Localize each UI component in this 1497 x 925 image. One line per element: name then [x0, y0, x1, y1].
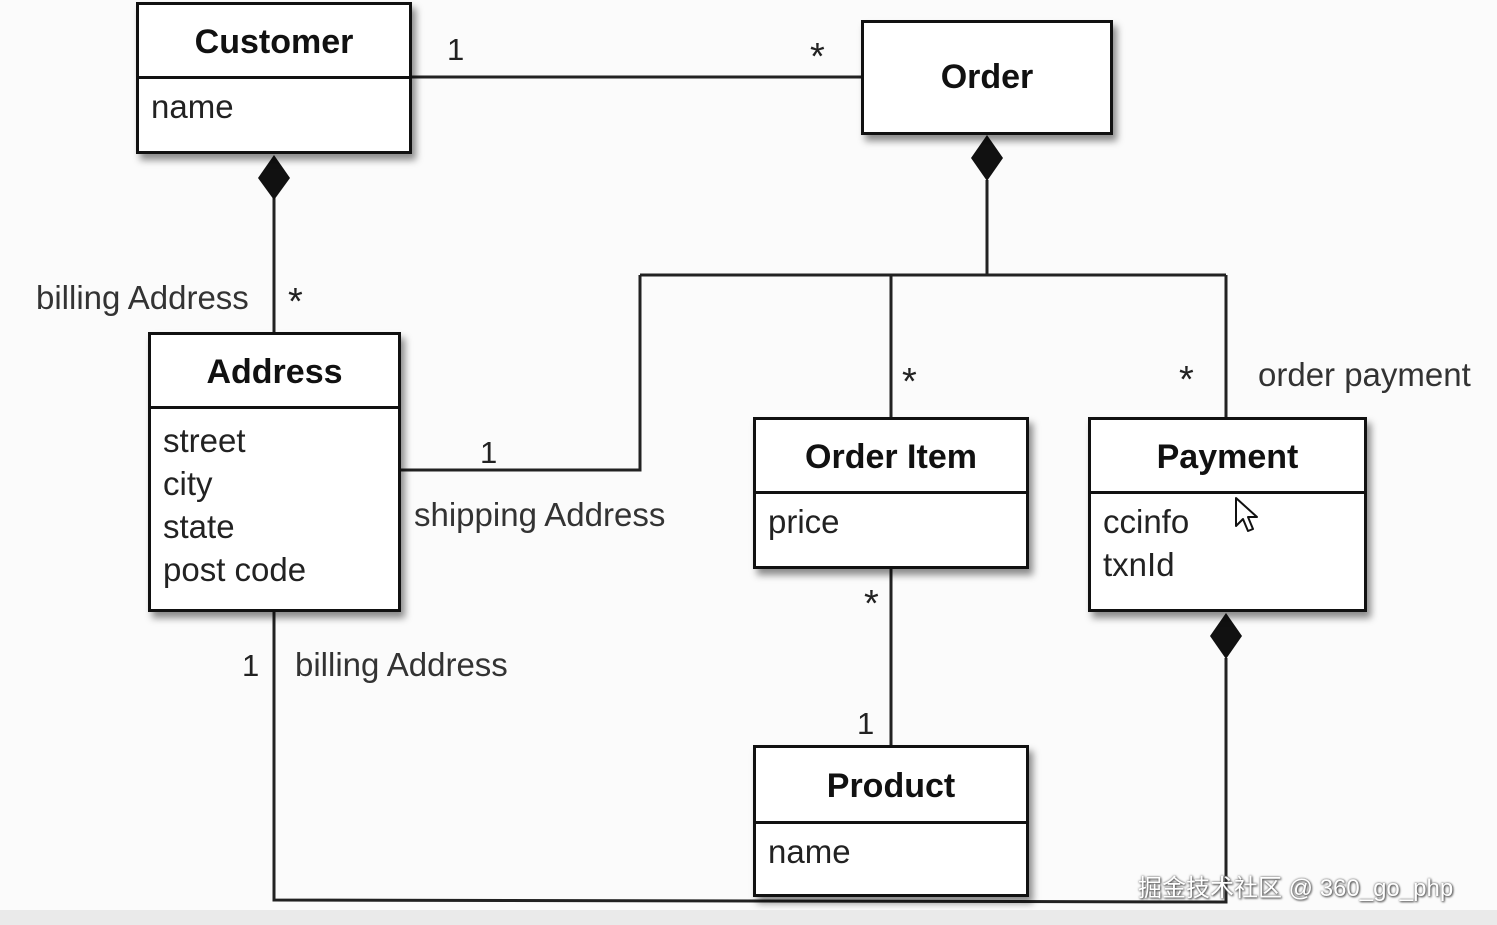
- order-composition-diamond: [971, 135, 1003, 181]
- multiplicity-order-item-many: *: [902, 361, 917, 403]
- class-title: Order: [940, 58, 1034, 96]
- multiplicity-payment-many: *: [1179, 359, 1194, 401]
- multiplicity-address-billing-one: 1: [242, 648, 260, 683]
- class-title: Order Item: [756, 420, 1026, 494]
- class-title: Payment: [1091, 420, 1364, 494]
- role-label-order-payment: order payment: [1258, 356, 1471, 393]
- class-attributes: price: [756, 494, 1026, 543]
- class-payment: Payment ccinfo txnId: [1088, 417, 1367, 612]
- attribute: post code: [163, 551, 307, 588]
- class-title: Address: [151, 335, 398, 409]
- billing-address-loop-line: [272, 612, 1228, 904]
- multiplicity-item-product-one: 1: [857, 706, 875, 741]
- class-attributes: name: [756, 824, 1026, 873]
- class-title: Product: [756, 748, 1026, 824]
- attribute: ccinfo: [1103, 503, 1190, 540]
- role-label-billing-address-top: billing Address: [36, 279, 249, 316]
- shipping-address-line: [400, 275, 642, 472]
- attribute: city: [163, 465, 213, 502]
- multiplicity-customer-address-many: *: [288, 281, 303, 323]
- attribute: name: [151, 88, 234, 125]
- attribute: price: [768, 503, 840, 540]
- multiplicity-shipping-one: 1: [480, 435, 498, 470]
- attribute: txnId: [1103, 546, 1175, 583]
- class-attributes: name: [139, 79, 409, 128]
- attribute: name: [768, 833, 851, 870]
- bottom-strip: [0, 910, 1497, 925]
- class-order: Order: [861, 20, 1113, 135]
- mouse-pointer-icon: [1235, 497, 1258, 532]
- customer-composition-diamond: [258, 155, 290, 200]
- class-attributes: ccinfo txnId: [1091, 494, 1364, 586]
- class-attributes: street city state post code: [151, 409, 398, 591]
- class-address: Address street city state post code: [148, 332, 401, 612]
- watermark: 掘金技术社区 @ 360_go_php: [1138, 875, 1454, 902]
- class-title: Customer: [139, 5, 409, 79]
- payment-composition-diamond: [1210, 613, 1242, 659]
- role-label-billing-address-bottom: billing Address: [295, 646, 508, 683]
- class-order-item: Order Item price: [753, 417, 1029, 569]
- multiplicity-item-product-many: *: [864, 583, 879, 625]
- multiplicity-customer-order-one: 1: [447, 32, 465, 67]
- multiplicity-customer-order-many: *: [810, 36, 825, 78]
- attribute: state: [163, 508, 235, 545]
- class-product: Product name: [753, 745, 1029, 897]
- class-customer: Customer name: [136, 2, 412, 154]
- role-label-shipping-address: shipping Address: [414, 496, 666, 533]
- attribute: street: [163, 422, 246, 459]
